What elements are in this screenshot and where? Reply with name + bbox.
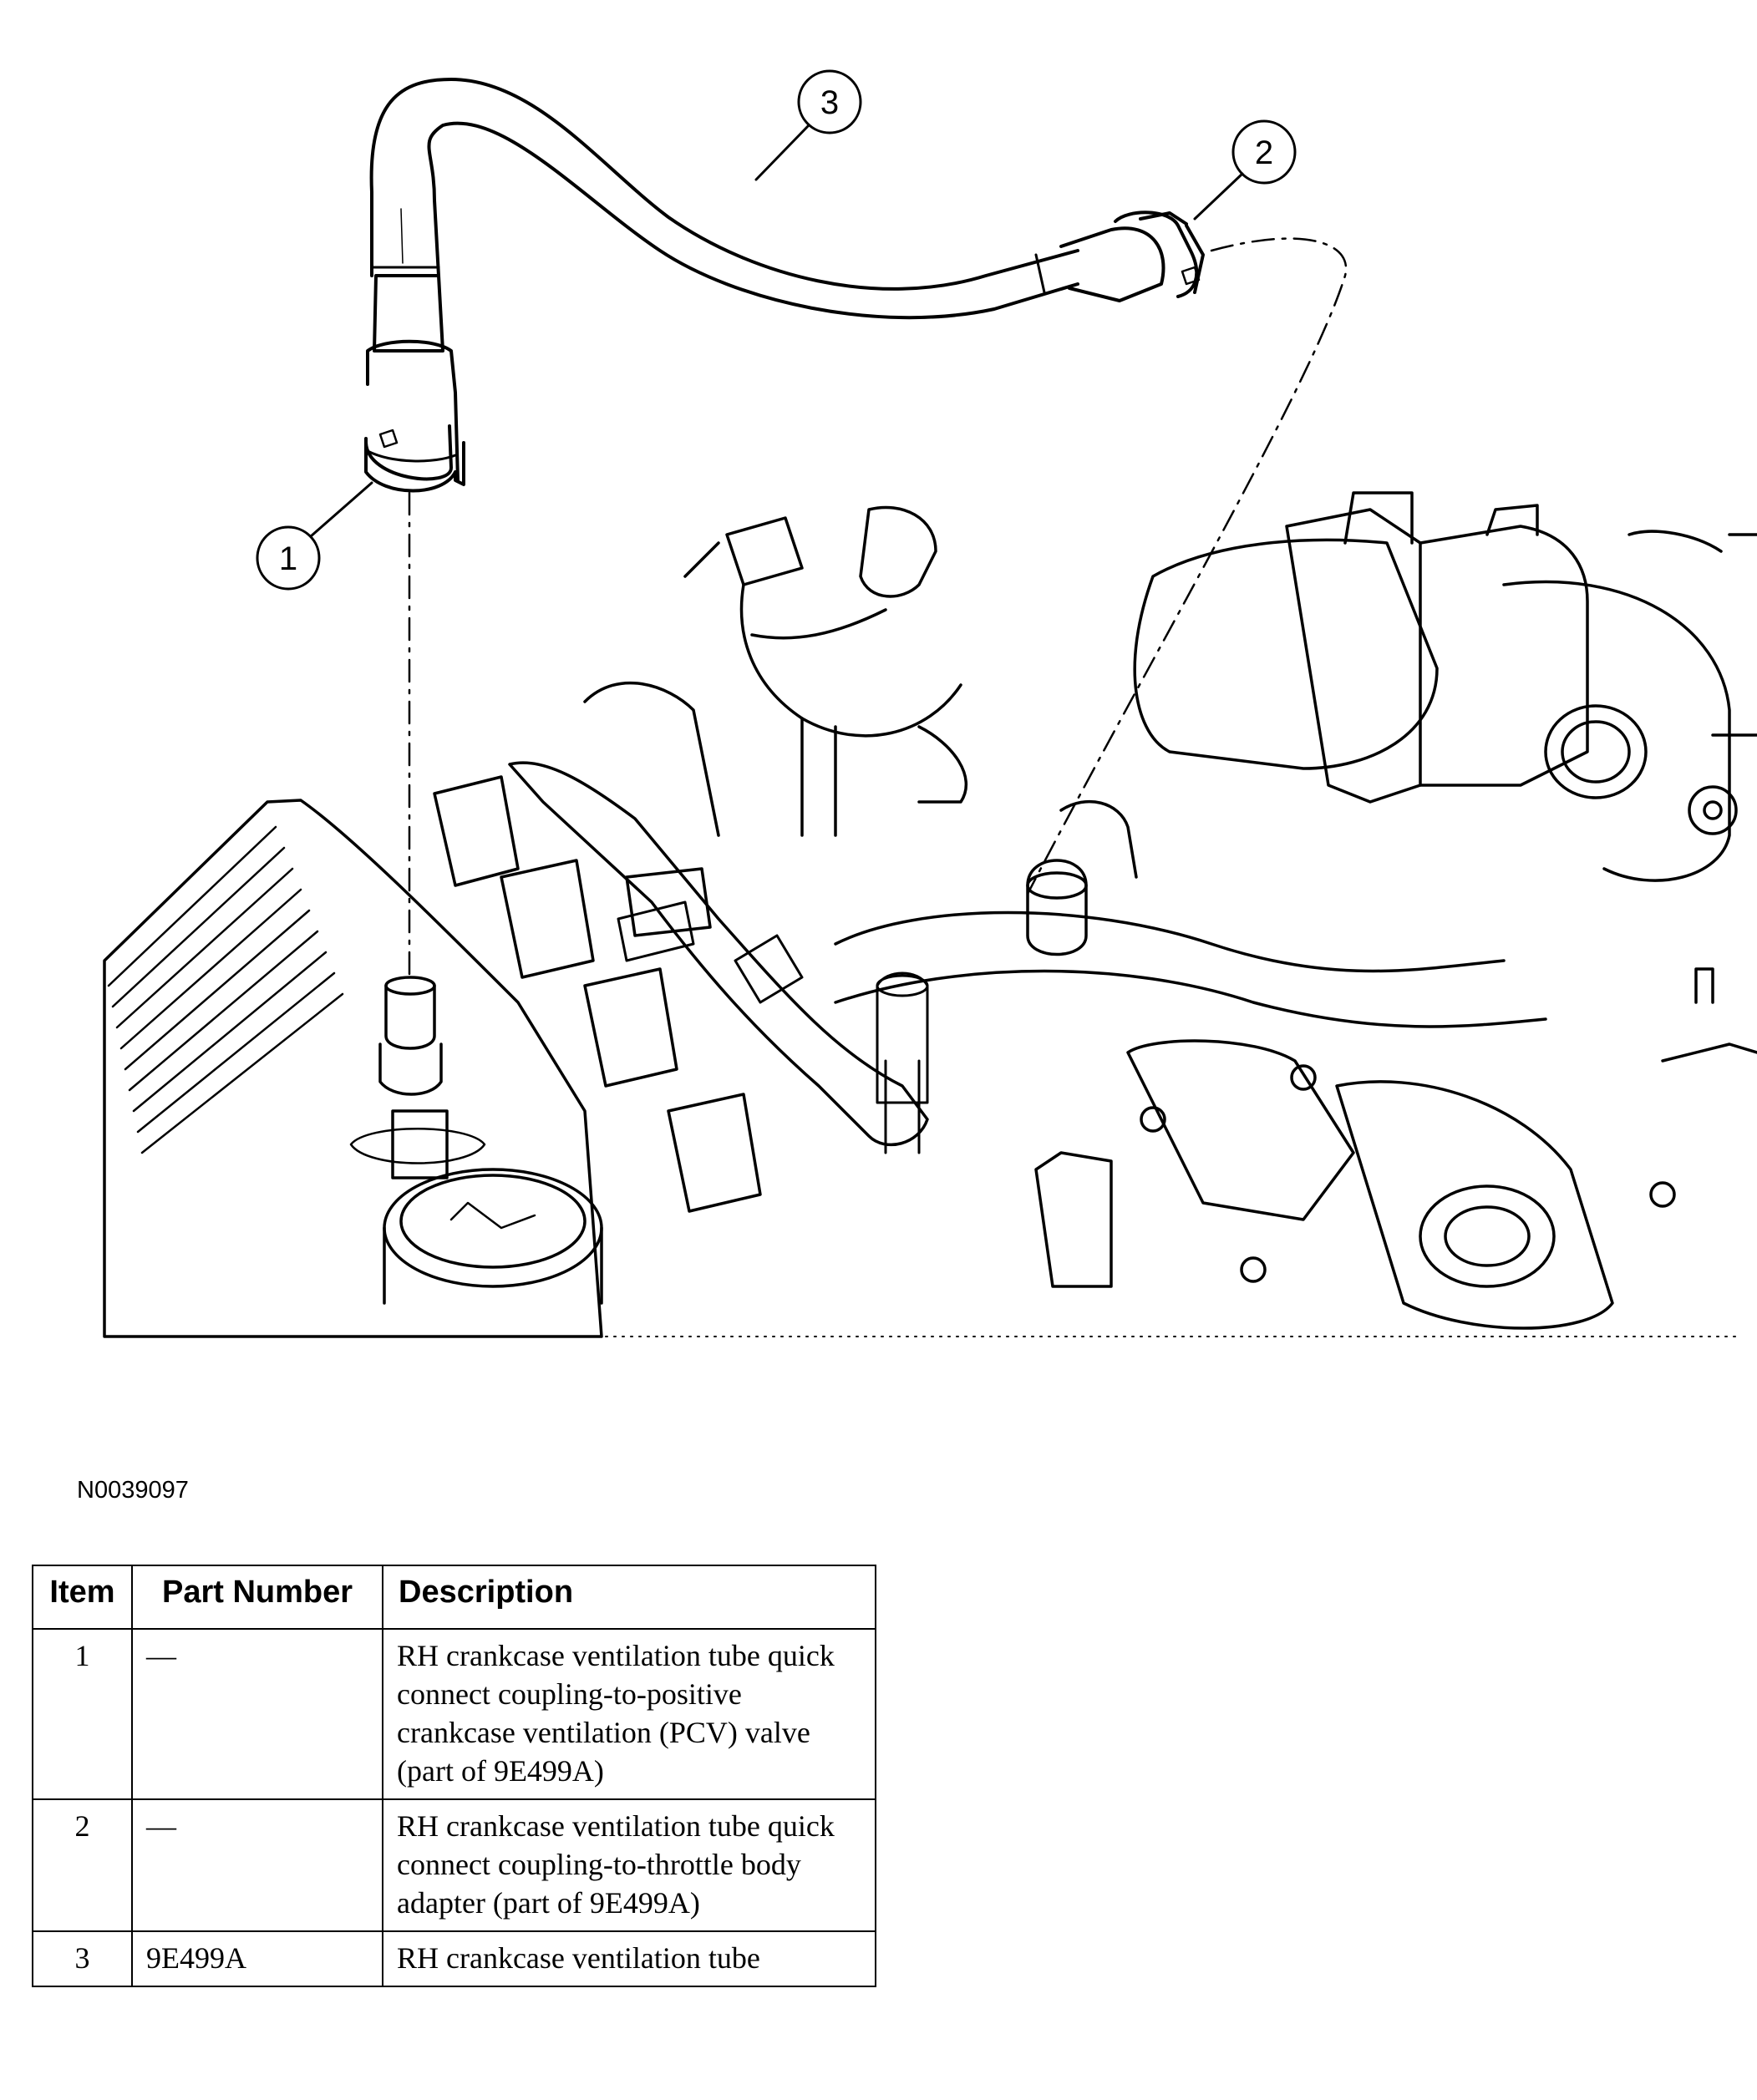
sensor-cluster [683,505,967,837]
table-row: 1 — RH crankcase ventilation tube quick … [32,1628,876,1800]
cell-item: 2 [32,1798,133,1932]
parts-table: Item Part Number Description 1 — RH cran… [32,1565,876,1987]
callout-2-circle [1231,119,1297,185]
tube-center-line [400,208,404,264]
callout-3-label: 3 [820,84,839,121]
cell-description: RH crankcase ventilation tube quick conn… [382,1798,876,1932]
lower-right-components [1034,967,1757,1330]
pcv-valve [349,976,486,1179]
figure-reference-id: N0039097 [77,1477,189,1504]
column-header-part-number: Part Number [131,1565,383,1630]
callout-1: 1 [256,481,373,591]
connection-line-2 [1026,237,1348,895]
column-header-description: Description [382,1565,876,1630]
tube-inner-edge [427,121,1079,320]
intake-runners [834,911,1547,1028]
table-row: 2 — RH crankcase ventilation tube quick … [32,1798,876,1932]
tube-outer-edge [369,78,1079,291]
oil-filler-cap [383,1168,603,1305]
coupling-1-body [366,339,460,482]
callout-2: 2 [1193,119,1297,221]
valve-cover [103,799,603,1338]
throttle-body [1285,491,1757,882]
valve-cover-ribs [107,825,344,1154]
cell-part-number: 9E499A [131,1930,383,1987]
connection-lines [408,237,1348,979]
coupling-2-collar [1114,211,1199,298]
column-header-item: Item [32,1565,133,1630]
ventilation-tube [369,78,1079,320]
cell-description: RH crankcase ventilation tube [382,1930,876,1987]
coupling-1-neck [373,274,444,353]
callout-1-label: 1 [279,540,297,577]
cell-part-number: — [131,1798,383,1932]
callout-1-leader [309,481,373,538]
ignition-coils [433,761,929,1213]
cell-item: 1 [32,1628,133,1800]
callout-3-leader [754,124,810,181]
coupling-1-bottom-edge [366,449,457,463]
cell-part-number: — [131,1628,383,1800]
table-header-row: Item Part Number Description [32,1565,876,1630]
coupling-2-body [1059,226,1165,302]
quick-connect-coupling-2 [1059,211,1205,302]
throttle-body-adapter-port [1026,799,1138,956]
tube-band-right [1034,253,1046,294]
engine-diagram: 1 2 3 [103,69,1757,1338]
coupling-1-lock [378,429,399,449]
callout-1-circle [256,525,321,591]
fuel-rail [583,681,720,937]
callout-2-leader [1193,172,1244,221]
coupling-1-clip [364,437,465,493]
callout-3: 3 [754,69,862,181]
coupling-1-lower [364,424,453,481]
cell-description: RH crankcase ventilation tube quick conn… [382,1628,876,1800]
engine-assembly [103,491,1757,1338]
callout-2-label: 2 [1255,134,1273,171]
quick-connect-coupling-1 [364,274,465,493]
coupling-2-clip [1139,211,1205,294]
coupling-2-lock [1181,266,1201,286]
table-row: 3 9E499A RH crankcase ventilation tube [32,1930,876,1987]
intake-plenum [1133,538,1439,770]
callout-3-circle [797,69,862,134]
cell-item: 3 [32,1930,133,1987]
coil-connectors [617,900,929,1154]
